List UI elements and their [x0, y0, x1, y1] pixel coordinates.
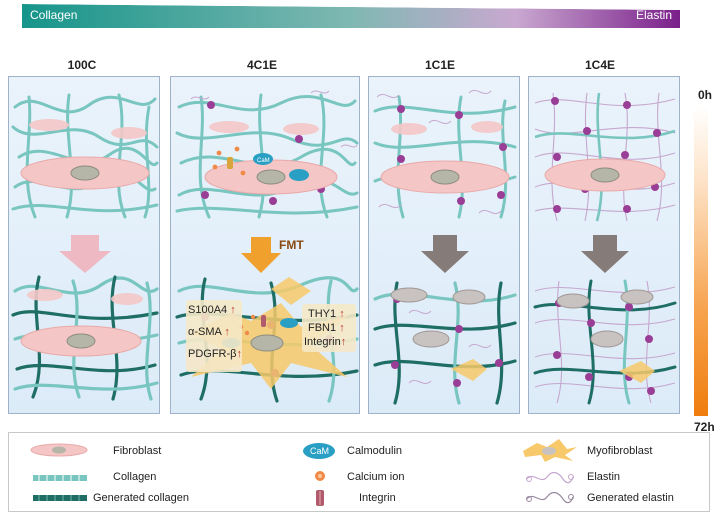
marker-pdgfr-beta: PDGFR-β [188, 348, 237, 360]
marker-fbn1: FBN1 [308, 322, 337, 334]
panel-100c [8, 76, 160, 414]
panel-1c1e [368, 76, 520, 414]
column-title-1c1e: 1C1E [424, 58, 456, 72]
legend-collagen: Collagen [113, 471, 157, 483]
legend: Fibroblast Collagen Generated collagen C… [8, 432, 710, 512]
legend-elastin: Elastin [587, 471, 621, 483]
up-arrow-icon: ↑ [224, 326, 230, 338]
column-title-100c: 100C [67, 58, 97, 72]
time-gradient-bar [694, 106, 708, 416]
generated-elastin-icon [526, 491, 574, 504]
integrin-icon [316, 490, 324, 506]
panel-1c4e [528, 76, 680, 414]
elastin-icon [526, 471, 574, 484]
gradient-label-collagen: Collagen [30, 8, 78, 22]
collagen-icon [33, 475, 87, 481]
panel-1c1e-illustration [373, 89, 517, 405]
time-label-start: 0h [698, 88, 713, 102]
up-arrow-icon: ↑ [339, 308, 345, 320]
marker-alpha-sma: α-SMA [188, 326, 222, 338]
calcium-ion-icon [315, 471, 325, 481]
legend-generated-elastin: Generated elastin [587, 492, 674, 504]
legend-fibroblast: Fibroblast [113, 445, 162, 457]
up-arrow-icon: ↑ [236, 348, 243, 360]
cam-text: CaM [257, 158, 270, 164]
legend-myofibroblast: Myofibroblast [587, 445, 653, 457]
column-title-4c1e: 4C1E [246, 58, 278, 72]
marker-thy1: THY1 [308, 308, 337, 320]
generated-collagen-icon [33, 495, 87, 501]
collagen-elastin-gradient [22, 4, 680, 28]
fmt-label: FMT [279, 238, 304, 252]
up-arrow-icon: ↑ [340, 336, 347, 348]
marker-s100a4: S100A4 [188, 304, 228, 316]
up-arrow-icon: ↑ [339, 322, 345, 334]
legend-generated-collagen: Generated collagen [93, 492, 190, 504]
markers-left-box: S100A4 ↑ α-SMA ↑ PDGFR-β↑ [186, 300, 242, 372]
panel-1c4e-illustration [533, 92, 677, 405]
panel-100c-illustration [11, 93, 159, 401]
markers-up-box: THY1 ↑ FBN1 ↑ Integrin↑ [302, 304, 356, 352]
calmodulin-icon: CaM [303, 443, 335, 459]
myofibroblast-icon [523, 439, 577, 462]
cam-text: CaM [310, 446, 329, 456]
column-title-1c4e: 1C4E [584, 58, 616, 72]
time-label-end: 72h [694, 420, 715, 434]
up-arrow-icon: ↑ [230, 304, 236, 316]
fibroblast-icon [30, 443, 88, 457]
legend-integrin: Integrin [359, 492, 396, 504]
gradient-label-elastin: Elastin [636, 8, 673, 22]
legend-calcium-ion: Calcium ion [347, 471, 405, 483]
legend-calmodulin: Calmodulin [347, 445, 403, 457]
marker-integrin: Integrin [304, 336, 341, 348]
